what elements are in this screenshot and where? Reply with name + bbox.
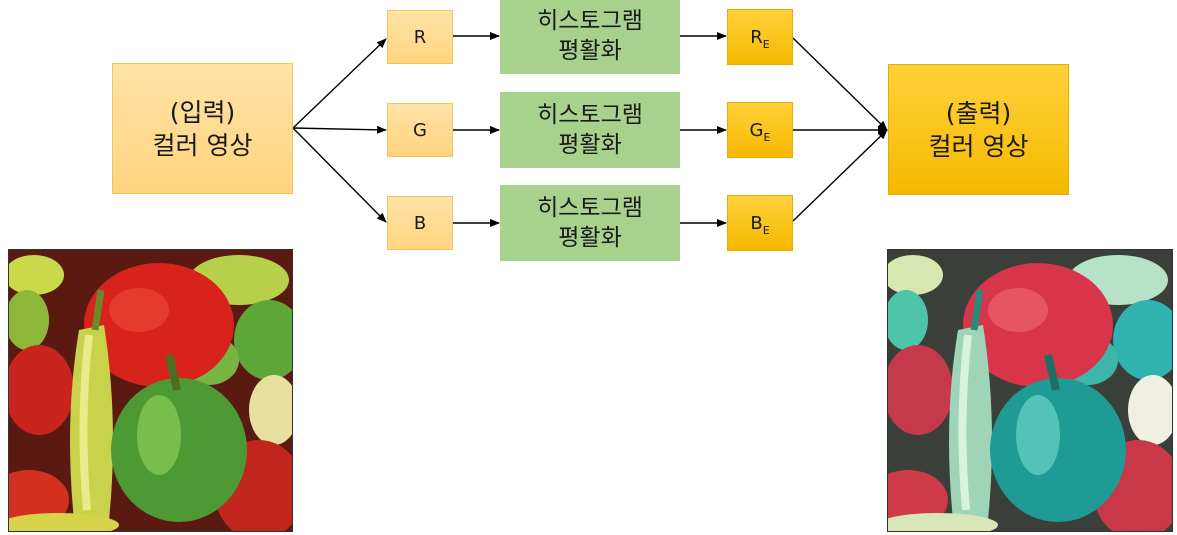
result-r-main: R (750, 26, 763, 48)
input-peppers-image (8, 249, 293, 532)
channel-g-label: G (413, 119, 427, 141)
output-color-image-box: (출력) 컬러 영상 (888, 64, 1069, 195)
arrow-re-to-output (792, 37, 888, 131)
result-r-sub: E (762, 37, 770, 51)
result-g-box: GE (727, 102, 793, 158)
input-color-image-box: (입력) 컬러 영상 (112, 63, 293, 194)
result-b-box: BE (727, 195, 793, 251)
output-peppers-image (887, 249, 1173, 532)
equalize-r-line1: 히스토그램 (537, 8, 643, 34)
result-g-text: GE (749, 119, 771, 144)
arrow-be-to-output (792, 129, 888, 222)
channel-g-box: G (387, 103, 453, 157)
equalize-g-box: 히스토그램 평활화 (500, 92, 680, 168)
equalize-b-box: 히스토그램 평활화 (500, 185, 680, 261)
result-b-sub: E (762, 223, 770, 237)
equalize-r-box: 히스토그램 평활화 (500, 0, 680, 74)
result-g-main: G (749, 119, 764, 141)
arrow-input-to-g (292, 125, 387, 134)
equalize-g-line1: 히스토그램 (537, 102, 643, 128)
result-r-box: RE (727, 9, 793, 65)
equalize-b-line2: 평활화 (558, 225, 622, 251)
arrow-input-to-b (292, 127, 387, 223)
equalize-g-line2: 평활화 (558, 132, 622, 158)
equalize-b-line1: 히스토그램 (537, 195, 643, 221)
result-b-text: BE (750, 212, 770, 237)
channel-r-box: R (387, 10, 453, 64)
result-g-sub: E (763, 130, 771, 144)
output-subtitle: 컬러 영상 (928, 131, 1029, 161)
input-subtitle: 컬러 영상 (152, 130, 253, 160)
equalize-r-line2: 평활화 (558, 38, 622, 64)
arrow-input-to-r (292, 38, 387, 129)
result-b-main: B (750, 212, 763, 234)
channel-b-label: B (413, 212, 427, 234)
output-title: (출력) (945, 98, 1012, 128)
result-r-text: RE (750, 26, 770, 51)
channel-b-box: B (387, 196, 453, 250)
channel-r-label: R (413, 26, 427, 48)
input-title: (입력) (169, 97, 236, 127)
